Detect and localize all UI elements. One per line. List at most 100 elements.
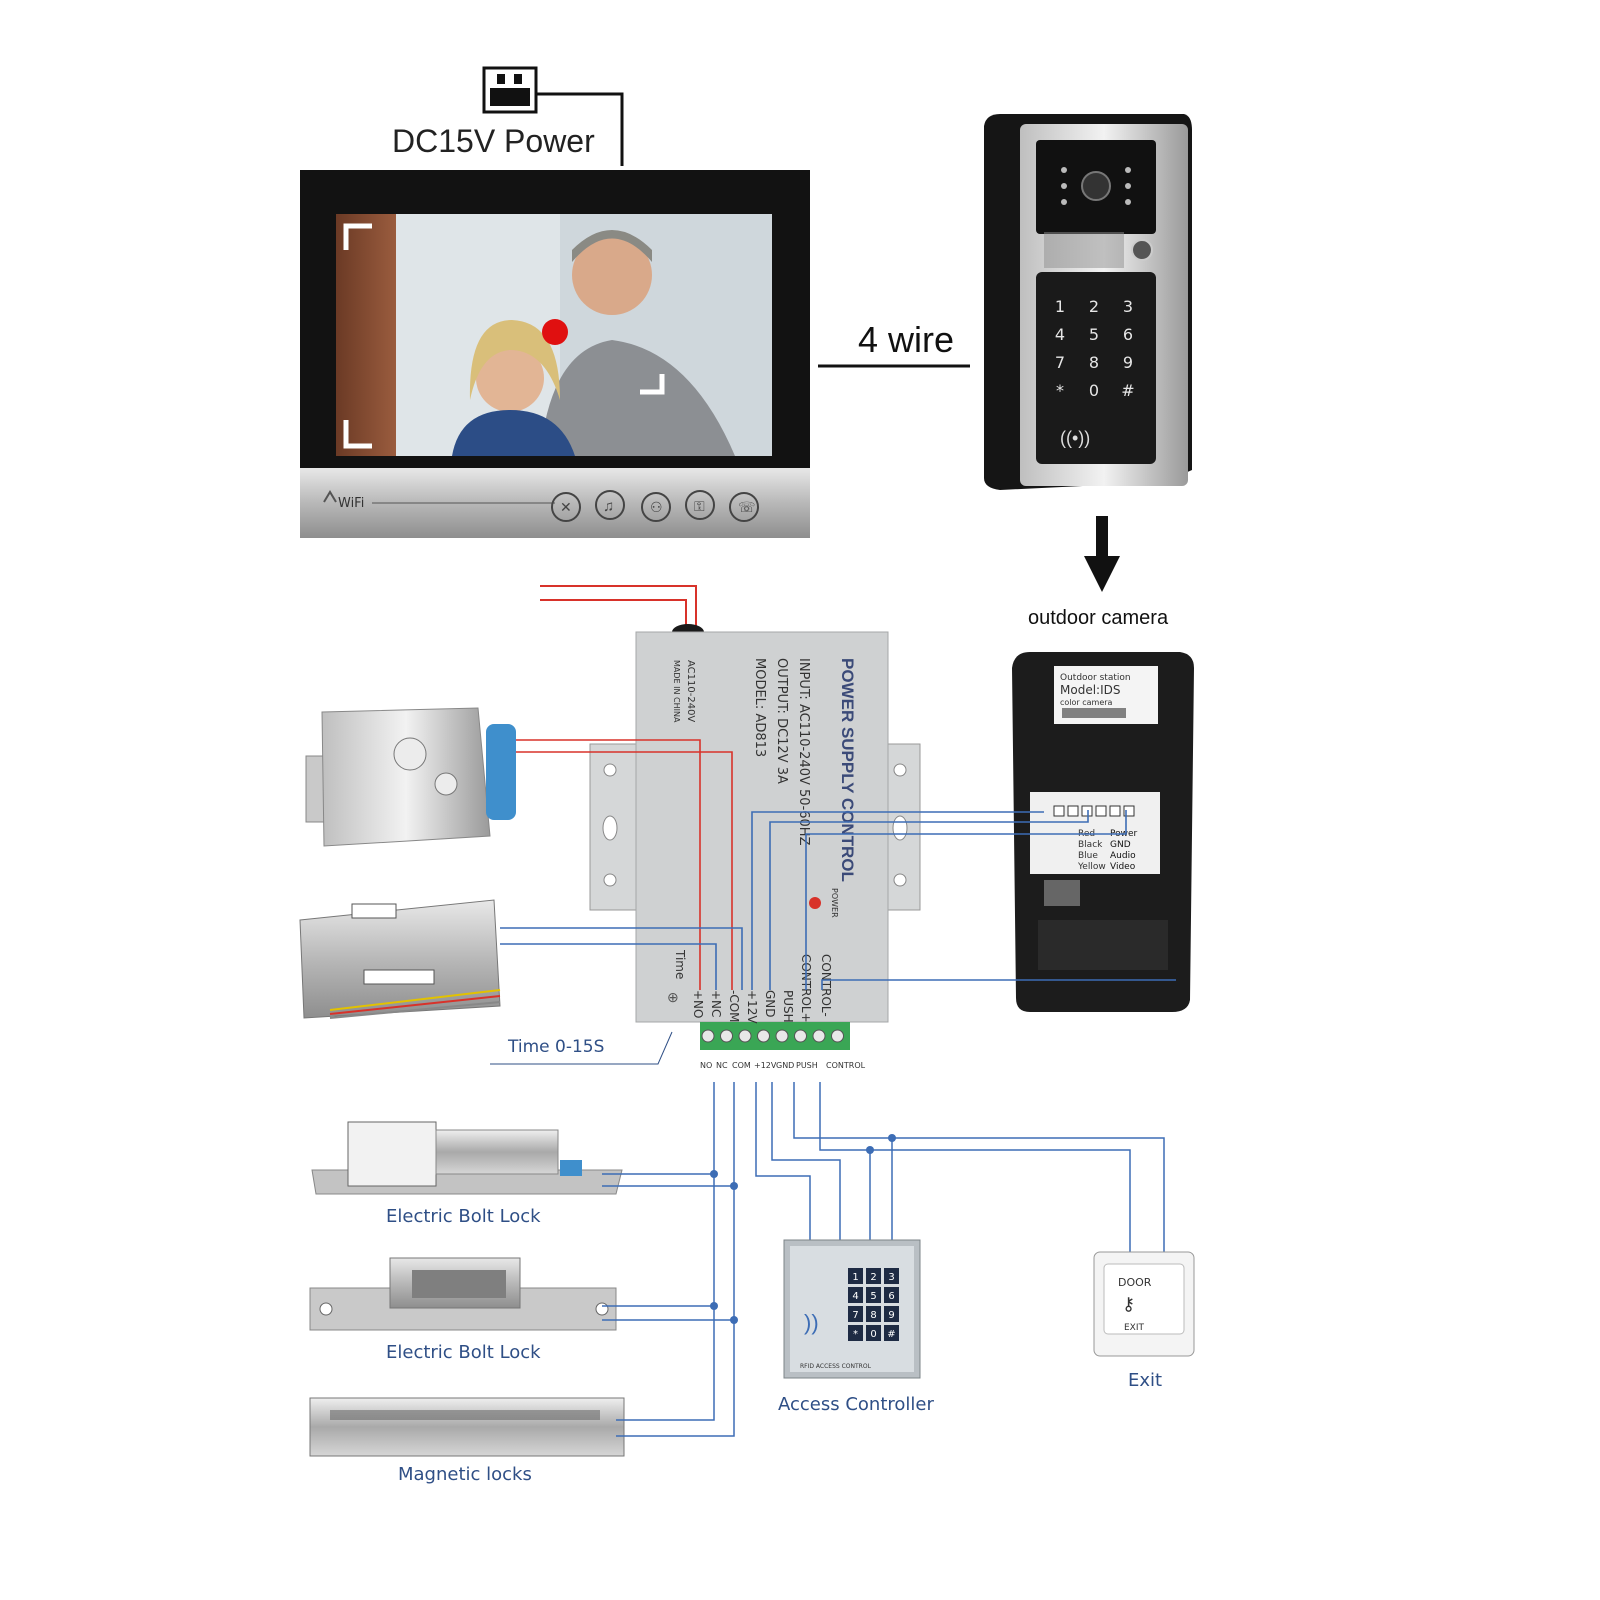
lock-3-label: Magnetic locks [398, 1464, 532, 1485]
access-key[interactable] [866, 1306, 881, 1322]
screw-terminal[interactable] [794, 1029, 807, 1043]
sticker-line-2: Model:IDS [1060, 683, 1120, 697]
outdoor-key[interactable]: 0 [1089, 381, 1099, 400]
unlock-button[interactable] [685, 490, 715, 520]
mute-button[interactable] [551, 492, 581, 522]
outdoor-camera-caption: outdoor camera [1028, 607, 1169, 629]
access-controller-face-text: RFID ACCESS CONTROL [800, 1363, 872, 1370]
outdoor-key[interactable]: 5 [1089, 325, 1099, 344]
outdoor-key[interactable]: 9 [1123, 353, 1133, 372]
access-key[interactable] [848, 1306, 863, 1322]
psu-terminal-label: +12V [745, 990, 759, 1024]
legend-color: Yellow [1077, 862, 1106, 872]
psu-side-voltage: AC110-240V [685, 660, 696, 722]
access-key-label: 7 [852, 1310, 858, 1321]
magnetic-lock-image [309, 1397, 625, 1457]
access-key[interactable] [884, 1325, 899, 1341]
user-button[interactable] [641, 492, 671, 522]
access-key[interactable] [866, 1287, 881, 1303]
rfid-wave-icon: )) [804, 1310, 819, 1335]
psu-terminal-label: -COM [727, 990, 741, 1023]
indoor-monitor: DC15V Power WiFi [300, 66, 810, 538]
screw-terminal[interactable] [738, 1029, 752, 1043]
four-wire-connection: 4 wire [818, 319, 970, 368]
timer-dial-icon[interactable]: ⊕ [667, 989, 679, 1005]
bottom-wiring-bus [602, 1082, 1165, 1437]
legend-signal: Audio [1110, 851, 1136, 861]
psu-terminal-label: GND [763, 990, 777, 1018]
terminal-legend-card [1030, 792, 1160, 874]
outdoor-key[interactable]: 2 [1089, 297, 1099, 316]
power-label: DC15V Power [392, 123, 595, 159]
access-key[interactable] [866, 1325, 881, 1341]
outdoor-key[interactable]: 7 [1055, 353, 1065, 372]
psu-bottom-terminal-label: PUSH [796, 1061, 818, 1070]
bolt-lock-image-top [299, 899, 501, 1019]
outdoor-station-back: Outdoor station Model:IDS color camera R… [1012, 652, 1194, 1012]
mains-wires [540, 585, 697, 632]
access-key-label: 4 [852, 1291, 858, 1302]
psu-spec-output: OUTPUT: DC12V 3A [774, 658, 789, 784]
psu-terminal-label: PUSH [781, 990, 795, 1023]
sticker-line-1: Outdoor station [1060, 673, 1131, 683]
wifi-icon [323, 490, 337, 503]
four-wire-label: 4 wire [858, 319, 954, 360]
psu-spec-model: MODEL: AD813 [752, 658, 767, 757]
screw-terminal[interactable] [831, 1029, 844, 1043]
lock-2-label: Electric Bolt Lock [386, 1342, 541, 1363]
timer-caption: Time 0-15S [507, 1037, 604, 1057]
cable-connector [1044, 880, 1080, 906]
screw-terminal[interactable] [720, 1029, 733, 1043]
screw-terminal[interactable] [812, 1029, 826, 1043]
access-key[interactable] [848, 1325, 863, 1341]
access-key[interactable] [884, 1287, 899, 1303]
access-key-label: 9 [888, 1310, 894, 1321]
wire-12v-power [751, 811, 1044, 990]
psu-time-label: Time [673, 949, 687, 979]
exit-button-device[interactable]: DOOR ⚷ EXIT [1093, 1251, 1195, 1357]
access-key-label: 1 [852, 1272, 858, 1283]
wire-control-minus [821, 979, 1176, 990]
outdoor-keypad[interactable] [1036, 272, 1156, 464]
outdoor-key[interactable]: 6 [1123, 325, 1133, 344]
screw-terminal[interactable] [757, 1029, 770, 1043]
psu-indicator-label: POWER [830, 888, 839, 918]
psu-bottom-terminal-label: CONTROL [826, 1061, 866, 1070]
key-icon: ⚿ [694, 498, 705, 514]
access-controller-label: Access Controller [778, 1394, 934, 1415]
outdoor-key[interactable]: 4 [1055, 325, 1065, 344]
call-bell-button[interactable] [1131, 239, 1153, 261]
electric-bolt-lock-1-image [311, 1121, 623, 1195]
person-icon: ⚇ [650, 499, 663, 515]
screw-terminal[interactable] [701, 1029, 715, 1043]
psu-bottom-terminal-label: NC [716, 1061, 728, 1070]
outdoor-key[interactable]: 1 [1055, 297, 1065, 316]
call-button[interactable] [729, 492, 759, 522]
access-key[interactable] [848, 1268, 863, 1284]
legend-color: Black [1078, 840, 1103, 850]
psu-terminal-label: CONTROL- [819, 954, 833, 1017]
access-key-label: 8 [870, 1310, 876, 1321]
wire-rim-lock-com [516, 751, 733, 990]
mute-icon: ✕ [560, 499, 572, 515]
access-key[interactable] [884, 1268, 899, 1284]
psu-terminal-label: +NC [709, 990, 723, 1017]
psu-bottom-terminal-label: GND [776, 1061, 794, 1070]
outdoor-key[interactable]: 8 [1089, 353, 1099, 372]
speaker-grille [1044, 232, 1124, 268]
access-key[interactable] [866, 1268, 881, 1284]
access-key[interactable] [884, 1306, 899, 1322]
outdoor-key[interactable]: 3 [1123, 297, 1133, 316]
screw-terminal[interactable] [775, 1029, 789, 1043]
wire-control-plus [805, 810, 1127, 990]
access-key[interactable] [848, 1287, 863, 1303]
legend-signal: Video [1110, 862, 1136, 872]
lock-cable-cap [486, 724, 516, 820]
music-button[interactable] [595, 490, 625, 520]
exit-face-top: DOOR [1118, 1276, 1152, 1289]
outdoor-key[interactable]: * [1056, 381, 1064, 400]
wire-bolt-com [500, 927, 743, 990]
outdoor-key[interactable]: # [1121, 381, 1134, 400]
rim-lock-image [305, 707, 516, 847]
